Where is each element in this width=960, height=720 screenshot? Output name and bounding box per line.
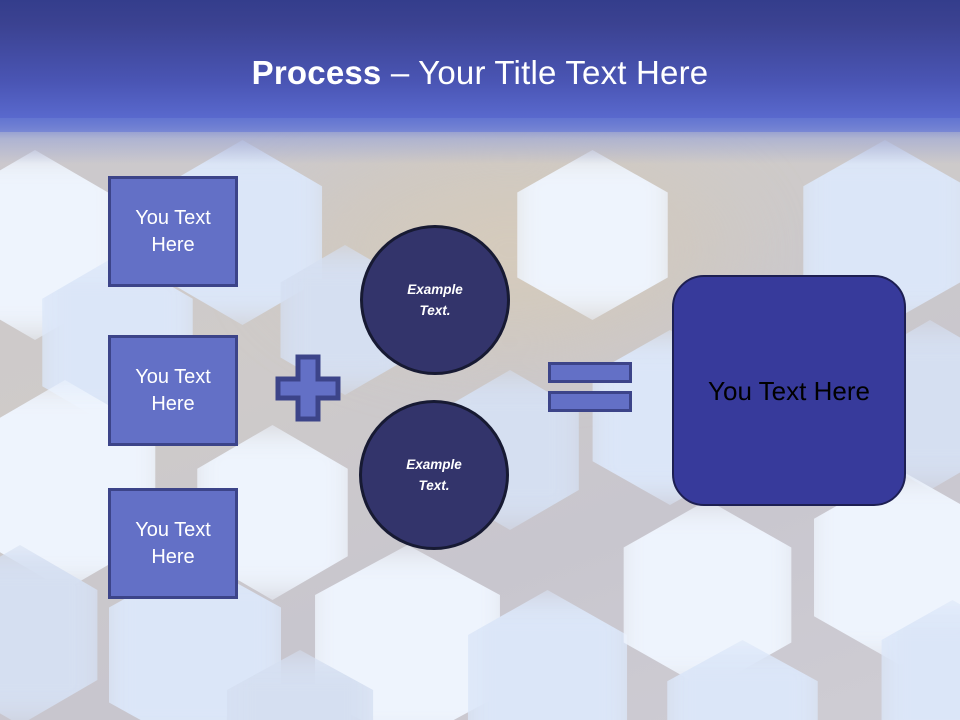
page-title-rest: – Your Title Text Here	[381, 54, 709, 91]
input-box-1[interactable]: You Text Here	[108, 176, 238, 287]
example-circle-2-line1: Example	[406, 457, 462, 472]
example-circle-1[interactable]: Example Text.	[360, 225, 510, 375]
input-box-2-label: You Text Here	[135, 365, 211, 415]
result-box-label: You Text Here	[708, 375, 870, 406]
equals-icon-bar-top	[548, 362, 632, 383]
header-fade-overlay	[0, 118, 960, 164]
page-title-strong: Process	[251, 54, 382, 91]
plus-icon	[275, 354, 341, 422]
input-box-3[interactable]: You Text Here	[108, 488, 238, 599]
result-box[interactable]: You Text Here	[672, 275, 906, 506]
example-circle-2[interactable]: Example Text.	[359, 400, 509, 550]
plus-icon-glyph	[275, 354, 341, 422]
example-circle-1-line2: Text.	[419, 303, 451, 318]
input-box-2[interactable]: You Text Here	[108, 335, 238, 446]
input-box-3-label: You Text Here	[135, 518, 211, 568]
slide-header-band	[0, 0, 960, 132]
example-circle-1-line1: Example	[407, 282, 463, 297]
example-circle-2-line2: Text.	[418, 478, 450, 493]
equals-icon	[548, 362, 632, 414]
input-box-1-label: You Text Here	[135, 206, 211, 256]
equals-icon-bar-bottom	[548, 391, 632, 412]
page-title: Process – Your Title Text Here	[0, 53, 960, 93]
